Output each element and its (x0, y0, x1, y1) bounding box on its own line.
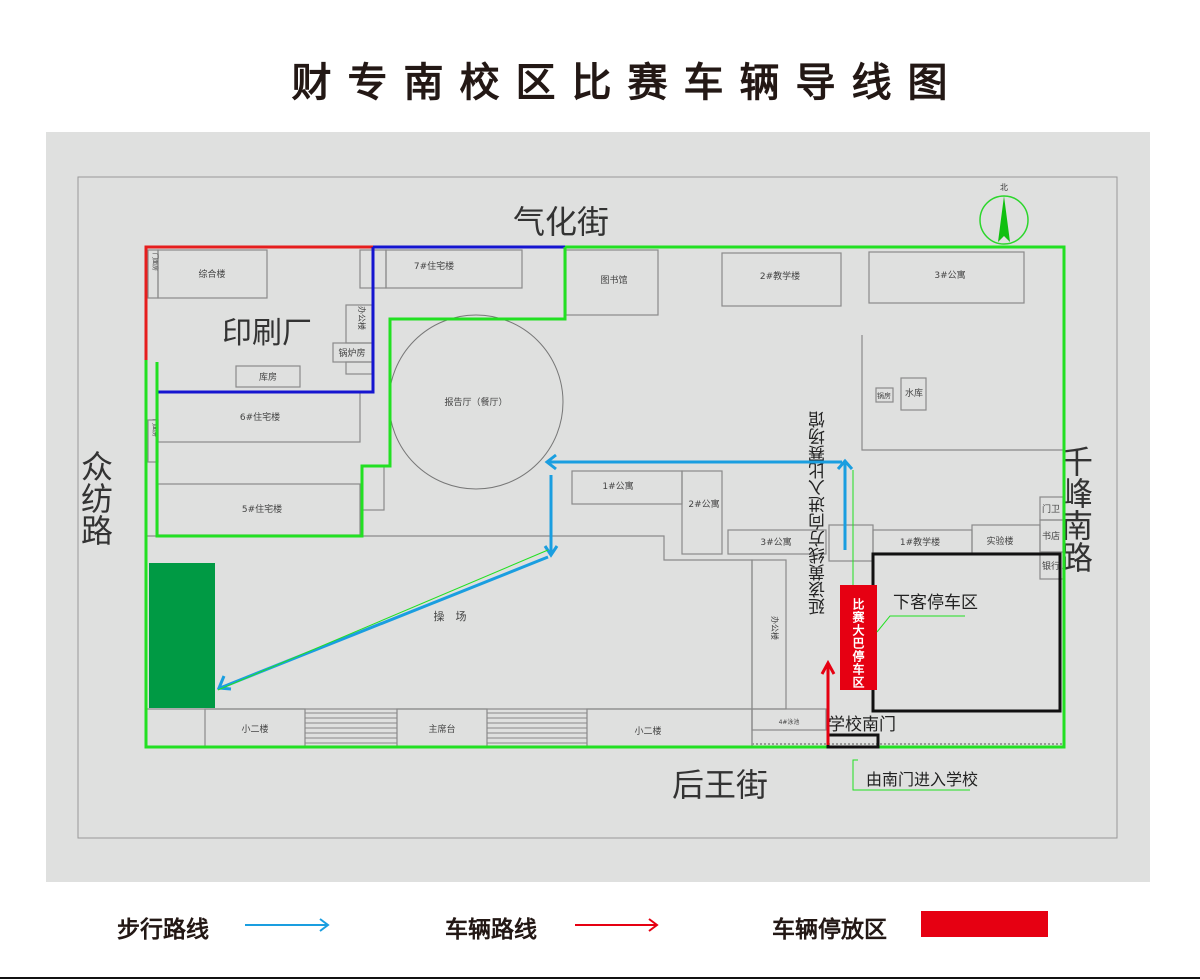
map-background (46, 132, 1150, 882)
label-guofang: 锅房 (877, 391, 891, 400)
legend-parking-swatch (921, 911, 1048, 937)
label-zhuzhai7: 7#住宅楼 (414, 260, 454, 272)
label-shuiku: 水库 (905, 387, 923, 399)
legend-walk-arrow (245, 918, 330, 932)
label-yongchi: 4#泳池 (779, 718, 800, 726)
page-title: 财专南校区比赛车辆导线图 (291, 60, 964, 106)
follow-line-label: 延该黄线方向进入比赛场馆 (809, 411, 830, 615)
label-shiyan: 实验楼 (986, 535, 1013, 547)
boundary-green-inner (155, 247, 567, 538)
label-gongyu1: 1#公寓 (602, 480, 633, 492)
dropoff-label: 下客停车区 (893, 593, 978, 613)
compass-icon: 北 (979, 183, 1029, 245)
label-gongyu2: 2#公寓 (688, 498, 719, 510)
legend-vehicle-arrow (575, 918, 659, 932)
label-menmian2: 门面房 (151, 419, 159, 437)
label-xiaoer2: 小二楼 (634, 725, 661, 737)
street-south: 后王街 (672, 766, 768, 804)
label-zonghe: 综合楼 (198, 268, 225, 280)
green-area (149, 563, 215, 708)
label-bangong: 办公楼 (770, 616, 780, 640)
label-printing-factory: 印刷厂 (222, 316, 312, 351)
street-west: 众纺路 (76, 450, 114, 546)
label-kufang: 库房 (259, 371, 277, 383)
label-library: 图书馆 (600, 274, 627, 286)
dropoff-leader (876, 615, 965, 633)
label-guolu: 锅炉房 (338, 347, 365, 359)
legend-walk-label: 步行路线 (117, 917, 209, 943)
bus-parking-label: 比赛大巴停车区 (851, 597, 865, 689)
bus-parking-area (840, 585, 877, 690)
legend-vehicle-label: 车辆路线 (445, 917, 537, 943)
bottom-rule (0, 977, 1200, 979)
street-east: 千峰南路 (1056, 445, 1094, 573)
printing-boundary-red (144, 245, 373, 360)
label-bangong-small: 办公楼 (357, 306, 367, 330)
street-north: 气化街 (513, 203, 609, 241)
label-baogao: 报告厅（餐厅） (444, 396, 507, 408)
campus-boundary (144, 245, 1066, 749)
label-xiaoer1: 小二楼 (241, 723, 268, 735)
label-zhuxitai: 主席台 (428, 723, 455, 735)
label-shudian: 书店 (1042, 530, 1060, 542)
label-gongyu3: 3#公寓 (760, 536, 791, 548)
label-zhuzhai5: 5#住宅楼 (242, 503, 282, 515)
label-menmian1: 门面房 (151, 253, 159, 271)
enter-leader (852, 760, 970, 791)
boundary-blue (158, 247, 375, 394)
label-jiaoxue1: 1#教学楼 (900, 536, 940, 548)
label-yinhang: 银行 (1042, 560, 1060, 572)
vehicle-route (820, 659, 836, 745)
label-menwei: 门卫 (1042, 503, 1060, 515)
label-caochang: 操 场 (434, 609, 467, 623)
map-frame (77, 176, 1118, 839)
label-jiaoxue2: 2#教学楼 (760, 270, 800, 282)
label-zhuzhai6: 6#住宅楼 (240, 411, 280, 423)
south-gate-label: 学校南门 (828, 715, 896, 735)
compass-label: 北 (1000, 183, 1008, 192)
label-gongyu3-top: 3#公寓 (934, 269, 965, 281)
enter-south-label: 由南门进入学校 (866, 770, 978, 789)
legend-parking-label: 车辆停放区 (772, 917, 887, 943)
